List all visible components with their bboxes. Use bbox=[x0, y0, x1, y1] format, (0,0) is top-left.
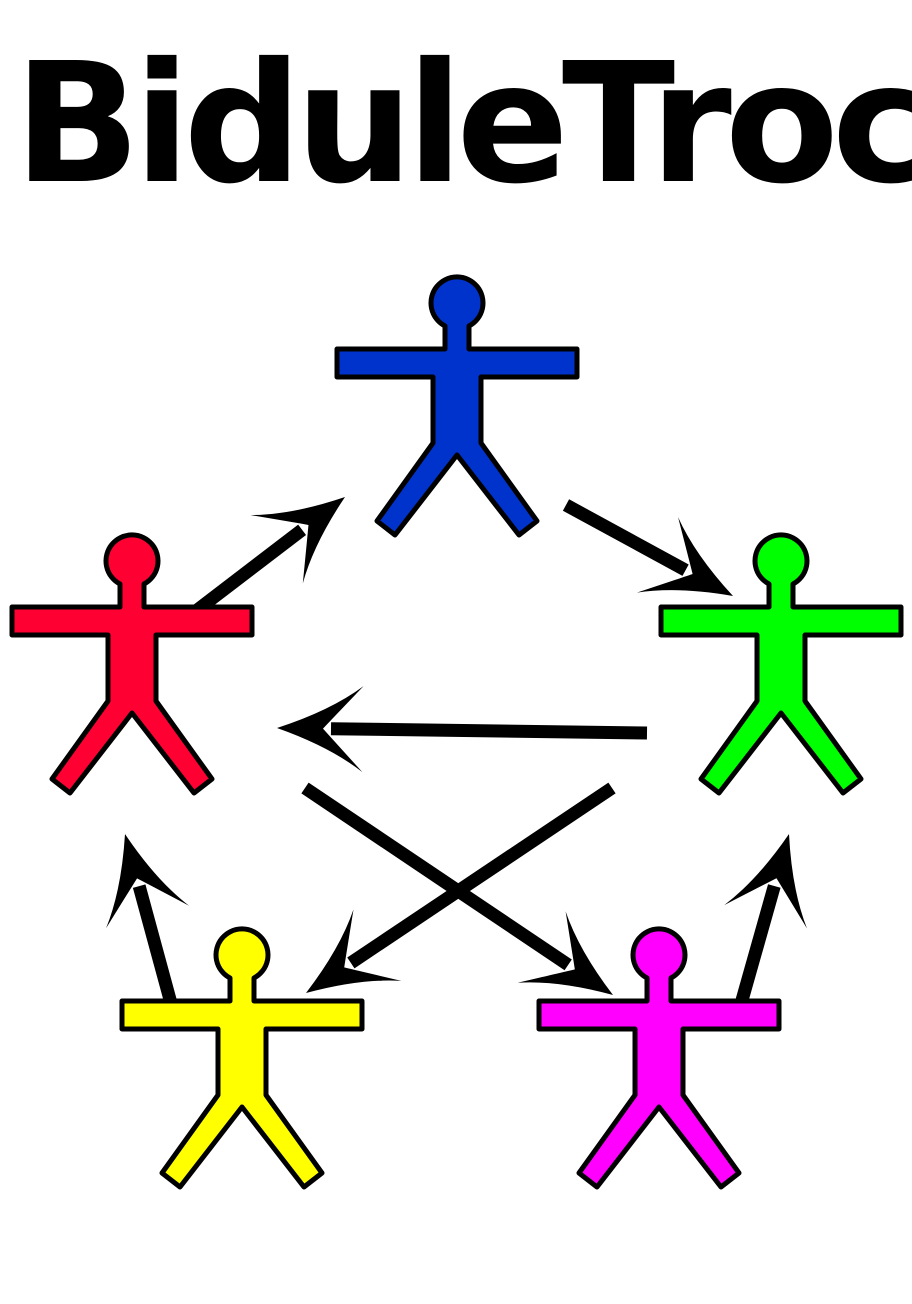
person-yellow-icon bbox=[119, 926, 365, 1190]
person-body bbox=[334, 274, 580, 538]
person-body bbox=[9, 532, 255, 796]
arrow-red-to-blue bbox=[188, 497, 345, 620]
arrow-shaft bbox=[730, 884, 781, 1020]
arrow-shaft bbox=[562, 499, 689, 576]
arrow-magenta-to-green bbox=[724, 834, 807, 1020]
arrow-red-to-magenta bbox=[301, 782, 613, 995]
arrow-shaft bbox=[301, 782, 572, 971]
person-body bbox=[536, 926, 782, 1190]
person-magenta-icon bbox=[536, 926, 782, 1190]
arrow-shaft bbox=[132, 884, 182, 1020]
arrows-layer bbox=[106, 497, 807, 1020]
figures-layer bbox=[9, 274, 904, 1190]
arrow-head bbox=[250, 497, 345, 584]
person-red-icon bbox=[9, 532, 255, 796]
person-body bbox=[658, 532, 904, 796]
person-blue-icon bbox=[334, 274, 580, 538]
arrow-head bbox=[517, 911, 613, 995]
arrow-head bbox=[724, 834, 807, 929]
arrow-shaft bbox=[188, 524, 307, 620]
arrow-head bbox=[106, 834, 190, 929]
arrow-head bbox=[636, 517, 733, 596]
arrow-shaft bbox=[330, 722, 648, 740]
arrow-yellow-to-red bbox=[106, 834, 190, 1020]
person-body bbox=[119, 926, 365, 1190]
arrow-shaft bbox=[347, 782, 616, 969]
app-title: BiduleTroc bbox=[14, 28, 912, 221]
person-green-icon bbox=[658, 532, 904, 796]
arrow-green-to-red bbox=[277, 686, 648, 773]
arrow-head bbox=[277, 686, 364, 773]
arrow-blue-to-green bbox=[562, 499, 733, 596]
arrow-head bbox=[306, 909, 402, 993]
arrow-green-to-yellow bbox=[306, 782, 616, 993]
